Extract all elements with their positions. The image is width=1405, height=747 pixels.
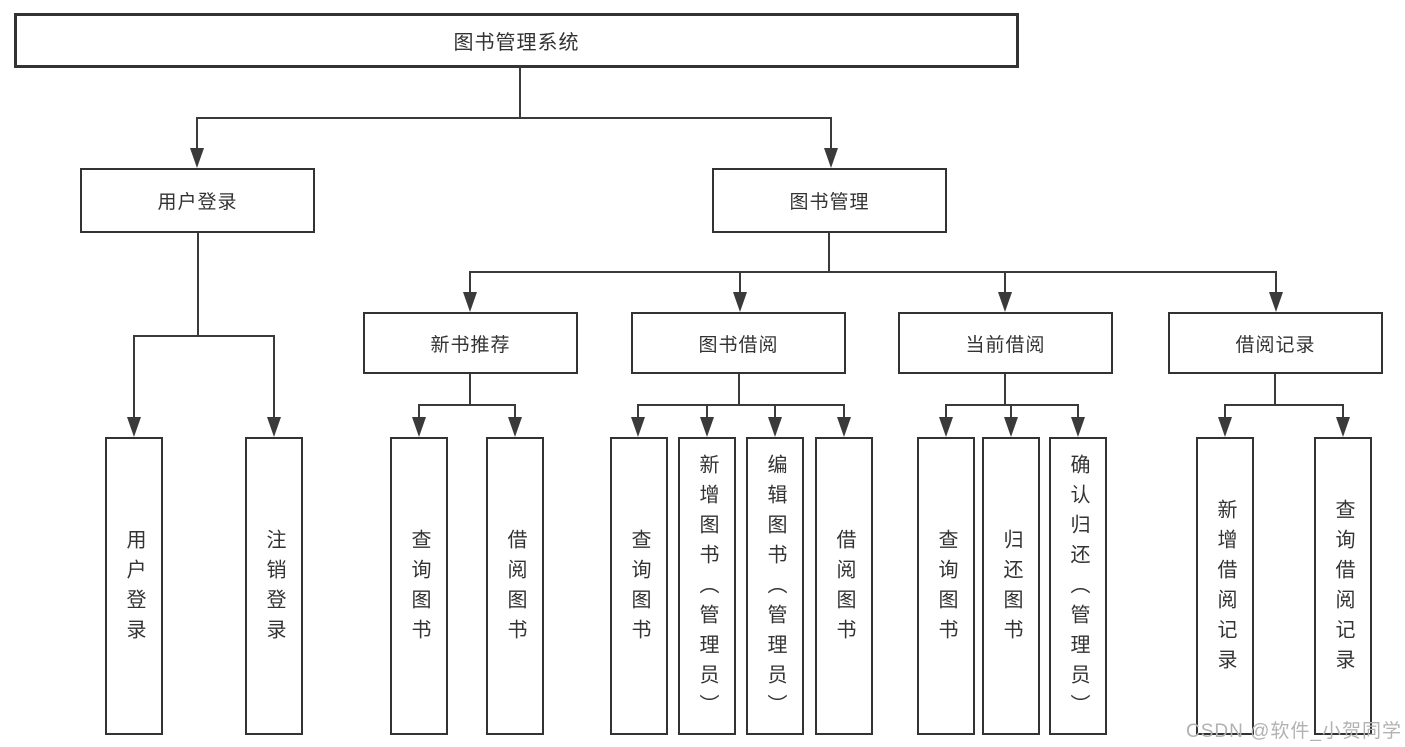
node-label: 查询图书 <box>935 529 957 649</box>
arrow-down-icon <box>463 292 477 312</box>
leaf-borrow-book: 借阅图书 <box>815 437 873 735</box>
connector-line <box>196 117 198 150</box>
node-label: 图书管理系统 <box>453 32 580 54</box>
connector-line <box>828 233 830 273</box>
node-label: 借阅图书 <box>833 529 855 649</box>
connector-line <box>418 404 516 406</box>
node-label: 新增图书（管理员） <box>696 454 718 724</box>
connector-line <box>706 404 708 420</box>
leaf-records-query: 查询借阅记录 <box>1314 437 1372 735</box>
connector-line <box>1004 271 1006 297</box>
leaf-newbooks-query: 查询图书 <box>390 437 448 735</box>
arrow-down-icon <box>631 417 645 437</box>
node-label: 图书管理 <box>789 192 870 213</box>
connector-line <box>469 271 1277 273</box>
arrow-down-icon <box>412 417 426 437</box>
leaf-current-return: 归还图书 <box>982 437 1040 735</box>
connector-line <box>273 335 275 419</box>
arrow-down-icon <box>1336 417 1350 437</box>
node-label: 当前借阅 <box>965 334 1046 356</box>
node-label: 注销登录 <box>263 529 285 649</box>
node-new-book-recommend: 新书推荐 <box>363 312 578 374</box>
arrow-down-icon <box>824 148 838 168</box>
leaf-logout: 注销登录 <box>245 437 303 735</box>
connector-line <box>637 404 845 406</box>
node-label: 新书推荐 <box>430 334 511 356</box>
connector-line <box>637 404 639 420</box>
node-current-borrow: 当前借阅 <box>898 312 1113 374</box>
node-label: 新增借阅记录 <box>1214 499 1236 679</box>
node-label: 图书借阅 <box>698 334 779 356</box>
leaf-borrow-edit-admin: 编辑图书（管理员） <box>746 437 804 735</box>
leaf-newbooks-borrow: 借阅图书 <box>486 437 544 735</box>
node-borrow-records: 借阅记录 <box>1168 312 1383 374</box>
arrow-down-icon <box>1071 417 1085 437</box>
node-book-management: 图书管理 <box>712 168 947 233</box>
connector-line <box>1342 404 1344 420</box>
node-label: 用户登录 <box>123 529 145 649</box>
connector-line <box>945 404 947 420</box>
connector-line <box>1224 404 1226 420</box>
node-label: 借阅记录 <box>1235 334 1316 356</box>
connector-line <box>519 66 521 118</box>
node-label: 编辑图书（管理员） <box>764 454 786 724</box>
connector-line <box>774 404 776 420</box>
node-label: 查询借阅记录 <box>1332 499 1354 679</box>
arrow-down-icon <box>768 417 782 437</box>
connector-line <box>418 404 420 420</box>
arrow-down-icon <box>127 417 141 437</box>
csdn-watermark: CSDN @软件_小贺同学 <box>1186 721 1402 742</box>
node-user-login: 用户登录 <box>80 168 315 233</box>
connector-line <box>738 374 740 406</box>
leaf-current-query: 查询图书 <box>917 437 975 735</box>
connector-line <box>133 335 275 337</box>
connector-line <box>133 335 135 419</box>
node-label: 查询图书 <box>408 529 430 649</box>
connector-line <box>739 271 741 297</box>
arrow-down-icon <box>939 417 953 437</box>
arrow-down-icon <box>1004 417 1018 437</box>
node-book-borrow: 图书借阅 <box>631 312 846 374</box>
arrow-down-icon <box>508 417 522 437</box>
connector-line <box>197 233 199 337</box>
leaf-current-confirm-admin: 确认归还（管理员） <box>1049 437 1107 735</box>
leaf-records-add: 新增借阅记录 <box>1196 437 1254 735</box>
connector-line <box>469 374 471 406</box>
connector-line <box>1077 404 1079 420</box>
arrow-down-icon <box>267 417 281 437</box>
arrow-down-icon <box>1218 417 1232 437</box>
arrow-down-icon <box>733 292 747 312</box>
leaf-borrow-query: 查询图书 <box>610 437 668 735</box>
connector-line <box>843 404 845 420</box>
node-label: 查询图书 <box>628 529 650 649</box>
arrow-down-icon <box>837 417 851 437</box>
leaf-user-login: 用户登录 <box>105 437 163 735</box>
arrow-down-icon <box>998 292 1012 312</box>
node-root-system: 图书管理系统 <box>14 13 1019 68</box>
node-label: 用户登录 <box>157 192 238 213</box>
connector-line <box>514 404 516 420</box>
node-label: 归还图书 <box>1000 529 1022 649</box>
connector-line <box>1224 404 1344 406</box>
connector-line <box>196 117 832 119</box>
leaf-borrow-add-admin: 新增图书（管理员） <box>678 437 736 735</box>
connector-line <box>469 271 471 297</box>
arrow-down-icon <box>1269 292 1283 312</box>
connector-line <box>1004 374 1006 406</box>
connector-line <box>945 404 1079 406</box>
node-label: 借阅图书 <box>504 529 526 649</box>
arrow-down-icon <box>700 417 714 437</box>
connector-line <box>1275 271 1277 297</box>
arrow-down-icon <box>190 148 204 168</box>
connector-line <box>830 117 832 150</box>
node-label: 确认归还（管理员） <box>1067 454 1089 724</box>
connector-line <box>1010 404 1012 420</box>
connector-line <box>1274 374 1276 406</box>
